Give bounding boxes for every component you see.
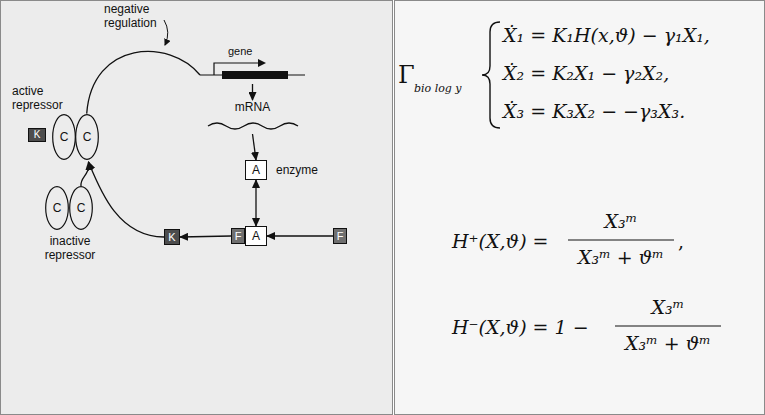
leader-arrow: [164, 20, 168, 45]
enzyme-box: A: [245, 226, 267, 246]
fraction-bar: [568, 239, 674, 240]
promoter-arrow: [214, 63, 260, 75]
math-symbol: Γ: [398, 60, 415, 90]
equation: Ẋ₂ = K₂X₁ − γ₂X₂,: [503, 62, 669, 86]
fraction-denominator: X₃ᵐ + ϑᵐ: [565, 246, 677, 270]
node-label: gene: [228, 45, 252, 58]
right-panel: [395, 1, 765, 415]
promoter-arrowhead: [258, 59, 266, 67]
gene-symbol: gene: [200, 44, 305, 84]
node-label: A: [246, 161, 266, 179]
node-label: active repressor: [12, 84, 78, 113]
fraction-denominator: X₃ᵐ + ϑᵐ: [612, 332, 724, 356]
equation: Ẋ₁ = K₁H(x,ϑ) − γ₁X₁,: [503, 24, 710, 48]
subunit-outline: [70, 187, 93, 230]
connector-arrow: [87, 51, 200, 113]
connector-arrow: [81, 162, 89, 186]
node-label: C: [52, 114, 76, 160]
connector-arrow: [252, 84, 253, 100]
subunit-outline: [46, 187, 69, 230]
node-label: F: [334, 229, 346, 243]
enzyme-box: Aenzyme: [245, 160, 267, 180]
repressor-group: inactive repressor CC: [35, 186, 105, 264]
fraction-numerator: X₃ᵐ: [565, 210, 677, 234]
connector-arrow: [89, 162, 165, 237]
equation: Ẋ₃ = K₃X₂ − −γ₃X₃.: [503, 100, 685, 124]
coding-region: [222, 71, 288, 79]
punctuation: ,: [678, 230, 684, 254]
subunit-outline: [76, 115, 99, 160]
subunit-outline: [53, 115, 76, 160]
connector-arrow: [255, 180, 256, 226]
node-label: K: [165, 230, 179, 244]
repressor-subunit: C: [52, 114, 76, 160]
connector-arrow: [253, 134, 257, 160]
equation: H⁻(X,ϑ) = 1 −: [452, 316, 589, 340]
gene-art: [200, 44, 305, 84]
node-label: C: [45, 186, 69, 230]
mrna-strand: mRNA: [200, 100, 305, 134]
connector-arrow: [267, 235, 333, 236]
mrna-wave: [208, 123, 298, 129]
annotation-text: negative regulation: [104, 2, 176, 31]
node-label: A: [246, 227, 266, 245]
repressor-group: active repressorKCC: [12, 84, 102, 162]
ligand-box: F: [231, 228, 245, 244]
node-label: F: [232, 229, 244, 243]
equation: H⁺(X,ϑ) =: [452, 230, 549, 254]
repressor-subunit: C: [69, 186, 93, 230]
node-label: K: [29, 129, 45, 141]
node-label: inactive repressor: [35, 234, 105, 263]
math-subscript: bio log y: [414, 82, 462, 96]
repressor-subunit: C: [75, 114, 99, 160]
system-brace: [482, 22, 500, 128]
node-label: C: [69, 186, 93, 230]
node-label: C: [75, 114, 99, 160]
product-box: K: [28, 128, 46, 142]
connector-arrow: [180, 236, 231, 237]
left-panel: [1, 1, 393, 415]
node-label: mRNA: [200, 100, 305, 114]
repressor-subunit: C: [45, 186, 69, 230]
fraction-bar: [615, 325, 721, 326]
ligand-box: F: [333, 228, 347, 244]
fraction-numerator: X₃ᵐ: [612, 296, 724, 320]
node-label: enzyme: [276, 163, 318, 177]
product-box: K: [164, 229, 180, 245]
